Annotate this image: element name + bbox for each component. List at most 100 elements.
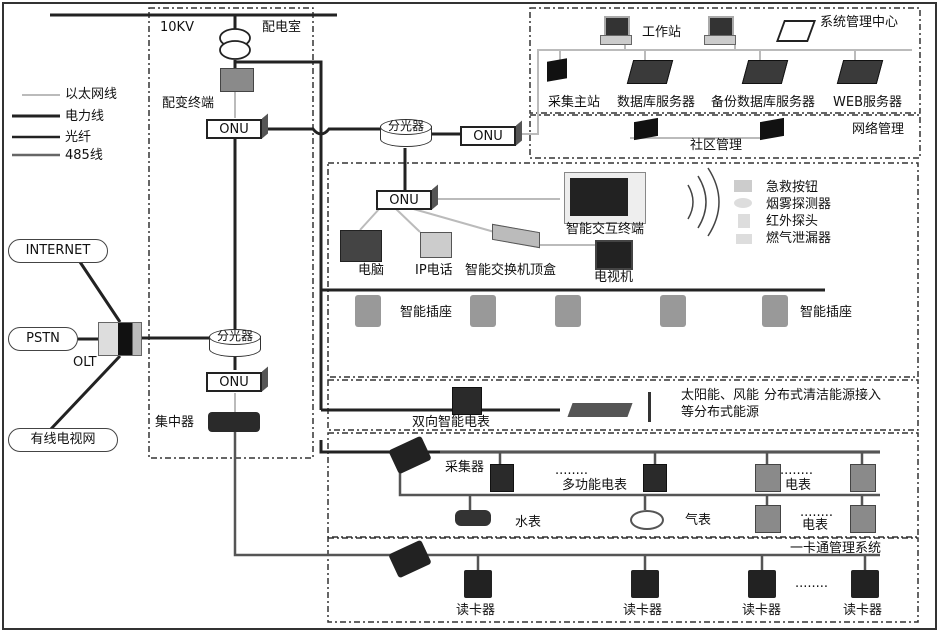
card-reader-dots: ........: [795, 576, 829, 591]
ip-phone-icon: [420, 232, 452, 258]
community-management-label: 社区管理: [690, 138, 743, 153]
management-splitter[interactable]: 分光器: [380, 119, 432, 149]
energy-source-label: 太阳能、风能: [681, 388, 760, 403]
fiber-internet-olt: [78, 261, 122, 323]
meter-3: [755, 505, 781, 533]
water-meter-label: 水表: [515, 515, 542, 530]
sensor-gas-label: 燃气泄漏器: [766, 231, 832, 246]
card-reader-label-2: 读卡器: [623, 603, 663, 618]
legend-ethernet: 以太网线: [65, 87, 118, 102]
multi-meter-2: [643, 464, 667, 492]
meter-label: 电表: [785, 478, 812, 493]
tv-icon: [595, 240, 633, 270]
distribution-room-label: 配电室: [262, 20, 302, 35]
workstation-2-base: [704, 35, 736, 45]
gas-meter-icon: [630, 510, 664, 530]
splitter-label: 分光器: [209, 329, 261, 345]
gas-leak-icon: [736, 234, 752, 244]
wind-turbine-icon: [648, 392, 651, 422]
gas-meter-label: 气表: [685, 513, 712, 528]
smoke-detector-icon: [734, 198, 752, 208]
multi-meter-dots: ........: [555, 463, 589, 478]
clean-energy-title: 分布式清洁能源接入: [764, 388, 882, 403]
smart-socket-1: [355, 295, 381, 327]
pstn-cloud[interactable]: PSTN: [8, 327, 78, 351]
concentrator-label: 集中器: [155, 415, 195, 430]
substation-splitter[interactable]: 分光器: [209, 329, 261, 359]
solar-panel-icon: [567, 403, 633, 417]
management-onu[interactable]: ONU: [460, 126, 516, 146]
substation-onu[interactable]: ONU: [206, 119, 262, 139]
energy-source-label-2: 等分布式能源: [681, 405, 760, 420]
workstation-1-base: [600, 35, 632, 45]
meter-dots: ........: [780, 463, 814, 478]
multi-meter-label: 多功能电表: [562, 478, 628, 493]
olt-label: OLT: [73, 355, 97, 370]
tv-label: 电视机: [594, 270, 634, 285]
smart-socket-2: [470, 295, 496, 327]
fiber-onu-splitter: [268, 127, 380, 136]
emergency-button-icon: [734, 180, 752, 192]
distribution-terminal-icon: [220, 68, 254, 92]
smart-socket-label-2: 智能插座: [800, 305, 853, 320]
meter-2: [850, 464, 876, 492]
home-box: [327, 162, 919, 378]
bus-485-concentrator: [233, 420, 880, 557]
backup-db-server-label: 备份数据库服务器: [711, 95, 816, 110]
cable-tv-cloud[interactable]: 有线电视网: [8, 428, 118, 452]
bidirectional-meter-label: 双向智能电表: [412, 415, 491, 430]
concentrator-onu[interactable]: ONU: [206, 372, 262, 392]
meter-dots-2: ........: [800, 505, 834, 520]
backup-db-server-icon: [741, 60, 789, 84]
bidirectional-meter-icon: [452, 387, 482, 415]
legend-485: 485线: [65, 148, 103, 163]
home-onu[interactable]: ONU: [376, 190, 432, 210]
olt-icon: [98, 322, 142, 356]
card-reader-2: [631, 570, 659, 598]
card-reader-1: [464, 570, 492, 598]
card-box: [327, 537, 919, 623]
collector-label: 采集器: [445, 460, 485, 475]
web-server-icon: [836, 60, 884, 84]
metering-box: [327, 432, 919, 538]
smart-socket-5: [762, 295, 788, 327]
meter-1: [755, 464, 781, 492]
card-reader-label-4: 读卡器: [843, 603, 883, 618]
internet-cloud[interactable]: INTERNET: [8, 239, 108, 263]
smart-socket-3: [555, 295, 581, 327]
water-meter-icon: [455, 510, 491, 526]
smart-socket-4: [660, 295, 686, 327]
meter-4: [850, 505, 876, 533]
legend-fiber: 光纤: [65, 130, 92, 145]
workstation-label: 工作站: [642, 25, 682, 40]
network-box: [529, 114, 921, 159]
splitter-label: 分光器: [380, 119, 432, 135]
distribution-terminal-label: 配变终端: [162, 96, 215, 111]
concentrator-icon: [208, 412, 260, 432]
sensor-smoke-label: 烟雾探测器: [766, 197, 832, 212]
smart-socket-label: 智能插座: [400, 305, 453, 320]
smart-terminal-label: 智能交互终端: [566, 222, 645, 237]
card-reader-3: [748, 570, 776, 598]
network-management-title: 网络管理: [852, 122, 905, 137]
management-box: [529, 7, 921, 114]
card-reader-label-3: 读卡器: [742, 603, 782, 618]
card-reader-label-1: 读卡器: [456, 603, 496, 618]
meter-label-2: 电表: [802, 518, 829, 533]
infrared-probe-icon: [738, 214, 750, 228]
web-server-label: WEB服务器: [833, 95, 902, 110]
pc-icon: [340, 230, 382, 262]
card-system-title: 一卡通管理系统: [790, 541, 882, 556]
collection-master-icon: [547, 58, 567, 82]
substation-box: [148, 7, 314, 459]
legend-power: 电力线: [65, 109, 105, 124]
wireless-signal-icon: [687, 167, 720, 237]
multi-meter-1: [490, 464, 514, 492]
pc-label: 电脑: [358, 263, 385, 278]
set-top-box-label: 智能交换机顶盒: [465, 263, 557, 278]
voltage-label: 10KV: [160, 20, 194, 35]
db-server-icon: [626, 60, 674, 84]
ip-phone-label: IP电话: [415, 263, 453, 278]
sensor-infrared-label: 红外探头: [766, 214, 819, 229]
